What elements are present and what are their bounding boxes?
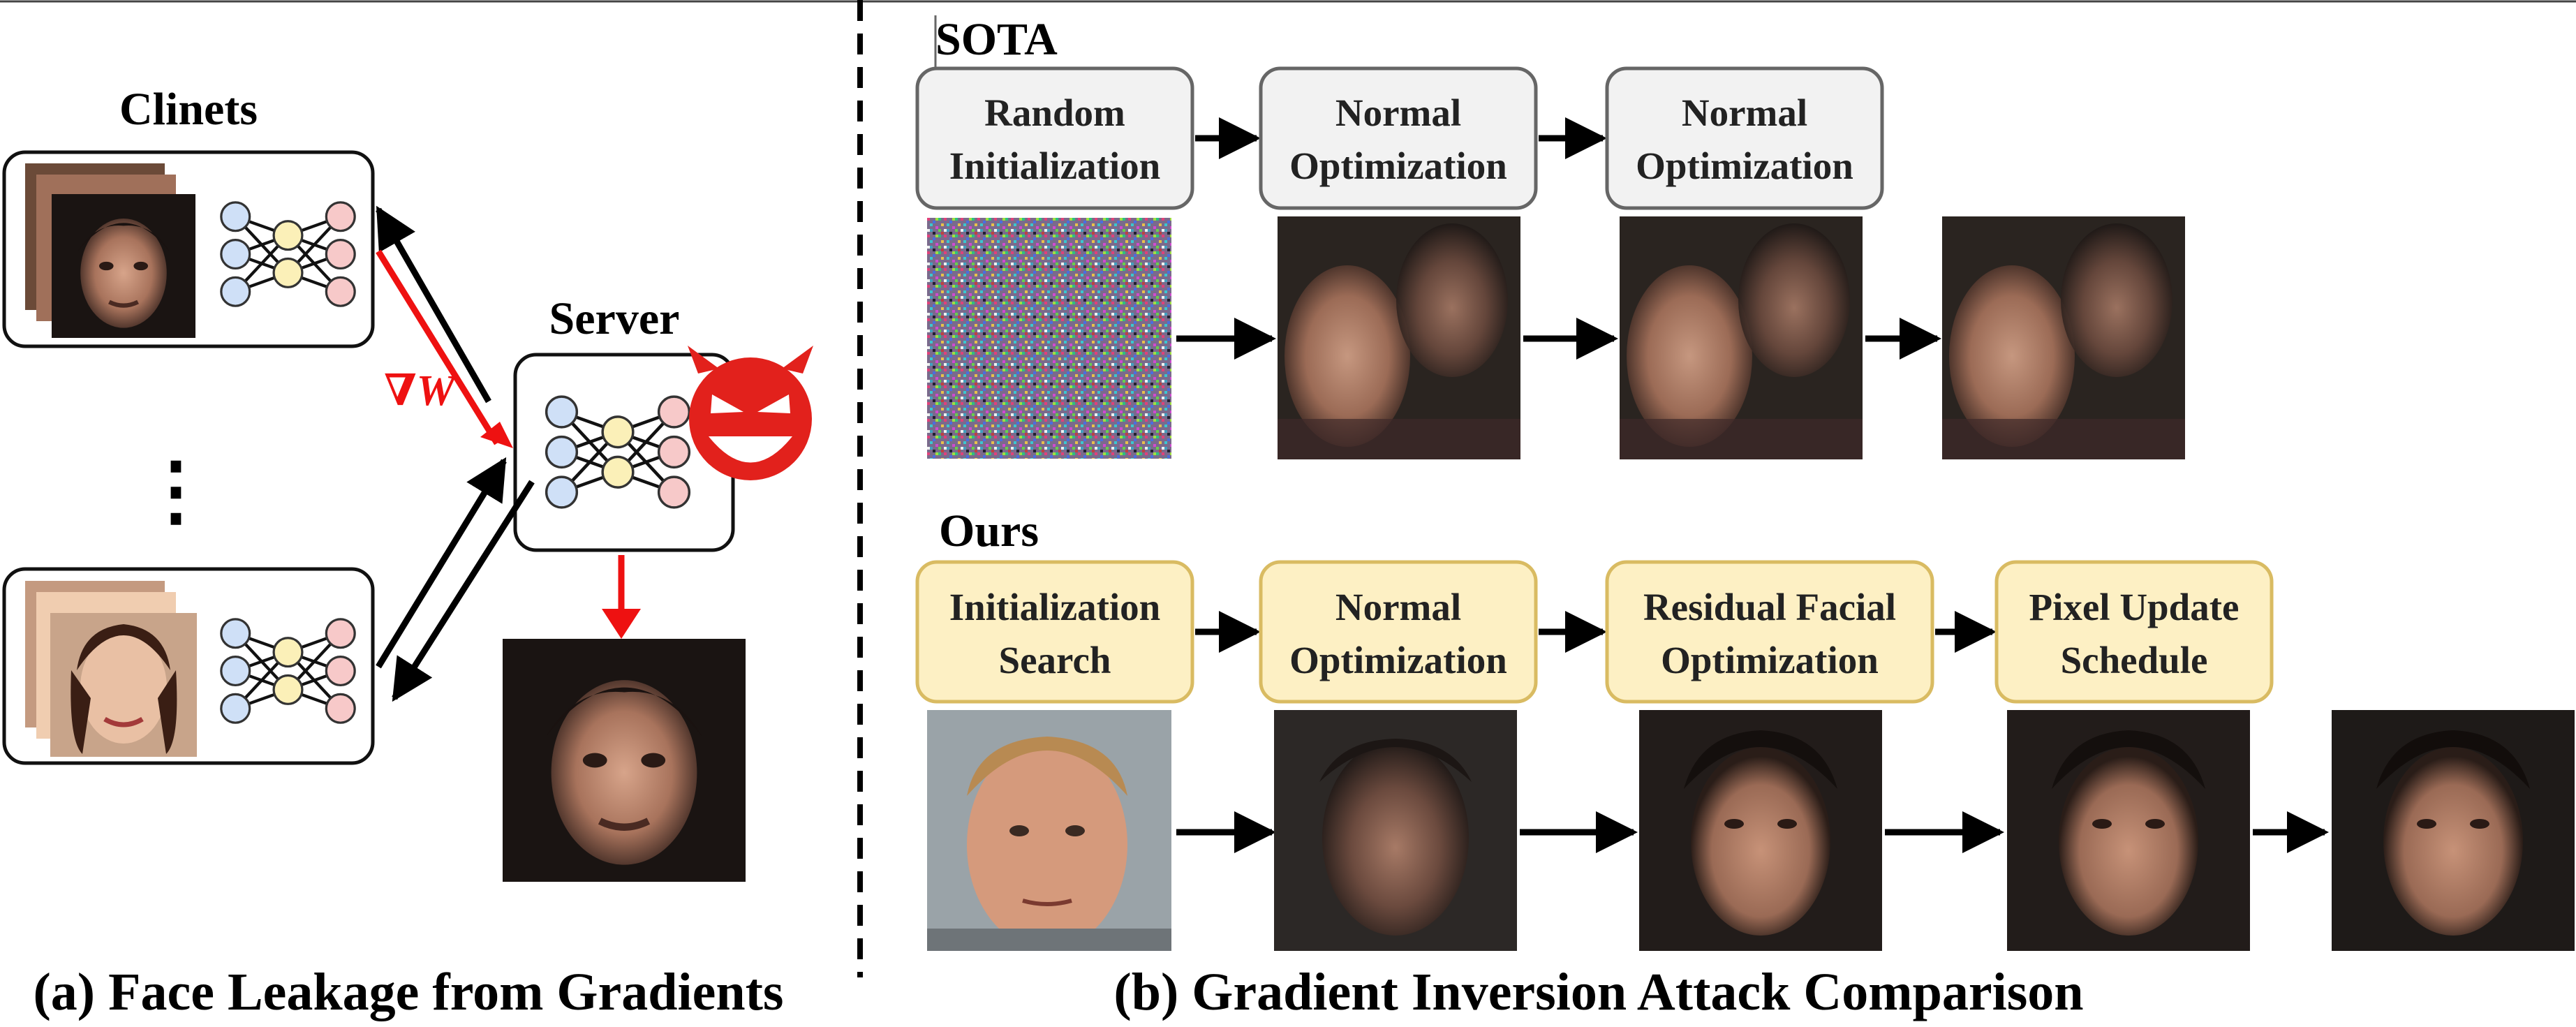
right-panel: SOTA Random Initialization Normal Optimi… bbox=[915, 14, 2575, 1021]
gradient-arrow-top bbox=[376, 249, 500, 445]
clients-label: Clinets bbox=[119, 84, 258, 135]
ours-result-1 bbox=[1274, 710, 1517, 951]
ours-result-2 bbox=[1639, 710, 1882, 951]
client-box-bottom bbox=[2, 567, 375, 765]
ours-result-4 bbox=[2332, 710, 2575, 951]
ours-step-4: Pixel Update Schedule bbox=[1994, 560, 2274, 704]
client-face-image-2 bbox=[50, 613, 197, 757]
leak-arrow-head bbox=[602, 609, 641, 639]
ours-step-2-line1: Normal bbox=[1335, 586, 1461, 628]
sota-step-3-line1: Normal bbox=[1682, 91, 1807, 134]
init-search-face-image bbox=[927, 710, 1171, 951]
face-stack-top bbox=[25, 163, 195, 338]
ours-step-3-line2: Optimization bbox=[1661, 639, 1879, 681]
sota-result-1 bbox=[1278, 216, 1520, 459]
sota-result-2 bbox=[1620, 216, 1863, 459]
sota-step-3: Normal Optimization bbox=[1605, 66, 1884, 210]
caption-b: (b) Gradient Inversion Attack Comparison bbox=[1113, 963, 2083, 1021]
leaked-face-image bbox=[503, 639, 746, 882]
gradient-label: ∇W bbox=[384, 367, 458, 415]
gradient-arrow-head bbox=[480, 422, 513, 448]
ours-step-1: Initialization Search bbox=[915, 560, 1194, 704]
left-panel: Clinets ⋮ bbox=[2, 84, 813, 1021]
arrow-client-bottom-to-server bbox=[376, 457, 507, 669]
ours-step-2: Normal Optimization bbox=[1259, 560, 1538, 704]
ours-step-1-line1: Initialization bbox=[949, 586, 1161, 628]
sota-result-3 bbox=[1942, 216, 2185, 459]
sota-step-2-line1: Normal bbox=[1335, 91, 1461, 134]
devil-icon bbox=[688, 346, 813, 480]
sota-title: SOTA bbox=[935, 14, 1058, 65]
caption-a: (a) Face Leakage from Gradients bbox=[33, 963, 783, 1021]
sota-step-2: Normal Optimization bbox=[1259, 66, 1538, 210]
ours-result-3 bbox=[2007, 710, 2250, 951]
face-stack-bottom bbox=[25, 581, 197, 757]
ours-title: Ours bbox=[939, 505, 1039, 556]
sota-step-1: Random Initialization bbox=[915, 66, 1194, 210]
server-label: Server bbox=[549, 293, 680, 344]
sota-step-1-line1: Random bbox=[984, 91, 1125, 134]
client-face-image bbox=[52, 194, 195, 338]
arrow-server-to-client-top bbox=[376, 205, 491, 404]
sota-step-2-line2: Optimization bbox=[1289, 145, 1507, 187]
ours-step-1-line2: Search bbox=[999, 639, 1111, 681]
sota-step-1-line2: Initialization bbox=[949, 145, 1161, 187]
ours-step-2-line2: Optimization bbox=[1289, 639, 1507, 681]
ours-step-4-line1: Pixel Update bbox=[2029, 586, 2240, 628]
sota-step-3-line2: Optimization bbox=[1636, 145, 1853, 187]
ellipsis: ⋮ bbox=[138, 448, 214, 533]
arrow-server-to-client-bottom bbox=[392, 480, 535, 702]
ours-step-4-line2: Schedule bbox=[2061, 639, 2208, 681]
client-box-top bbox=[2, 150, 375, 348]
ours-step-3: Residual Facial Optimization bbox=[1605, 560, 1934, 704]
ours-step-3-line1: Residual Facial bbox=[1643, 586, 1896, 628]
noise-image bbox=[927, 218, 1171, 459]
